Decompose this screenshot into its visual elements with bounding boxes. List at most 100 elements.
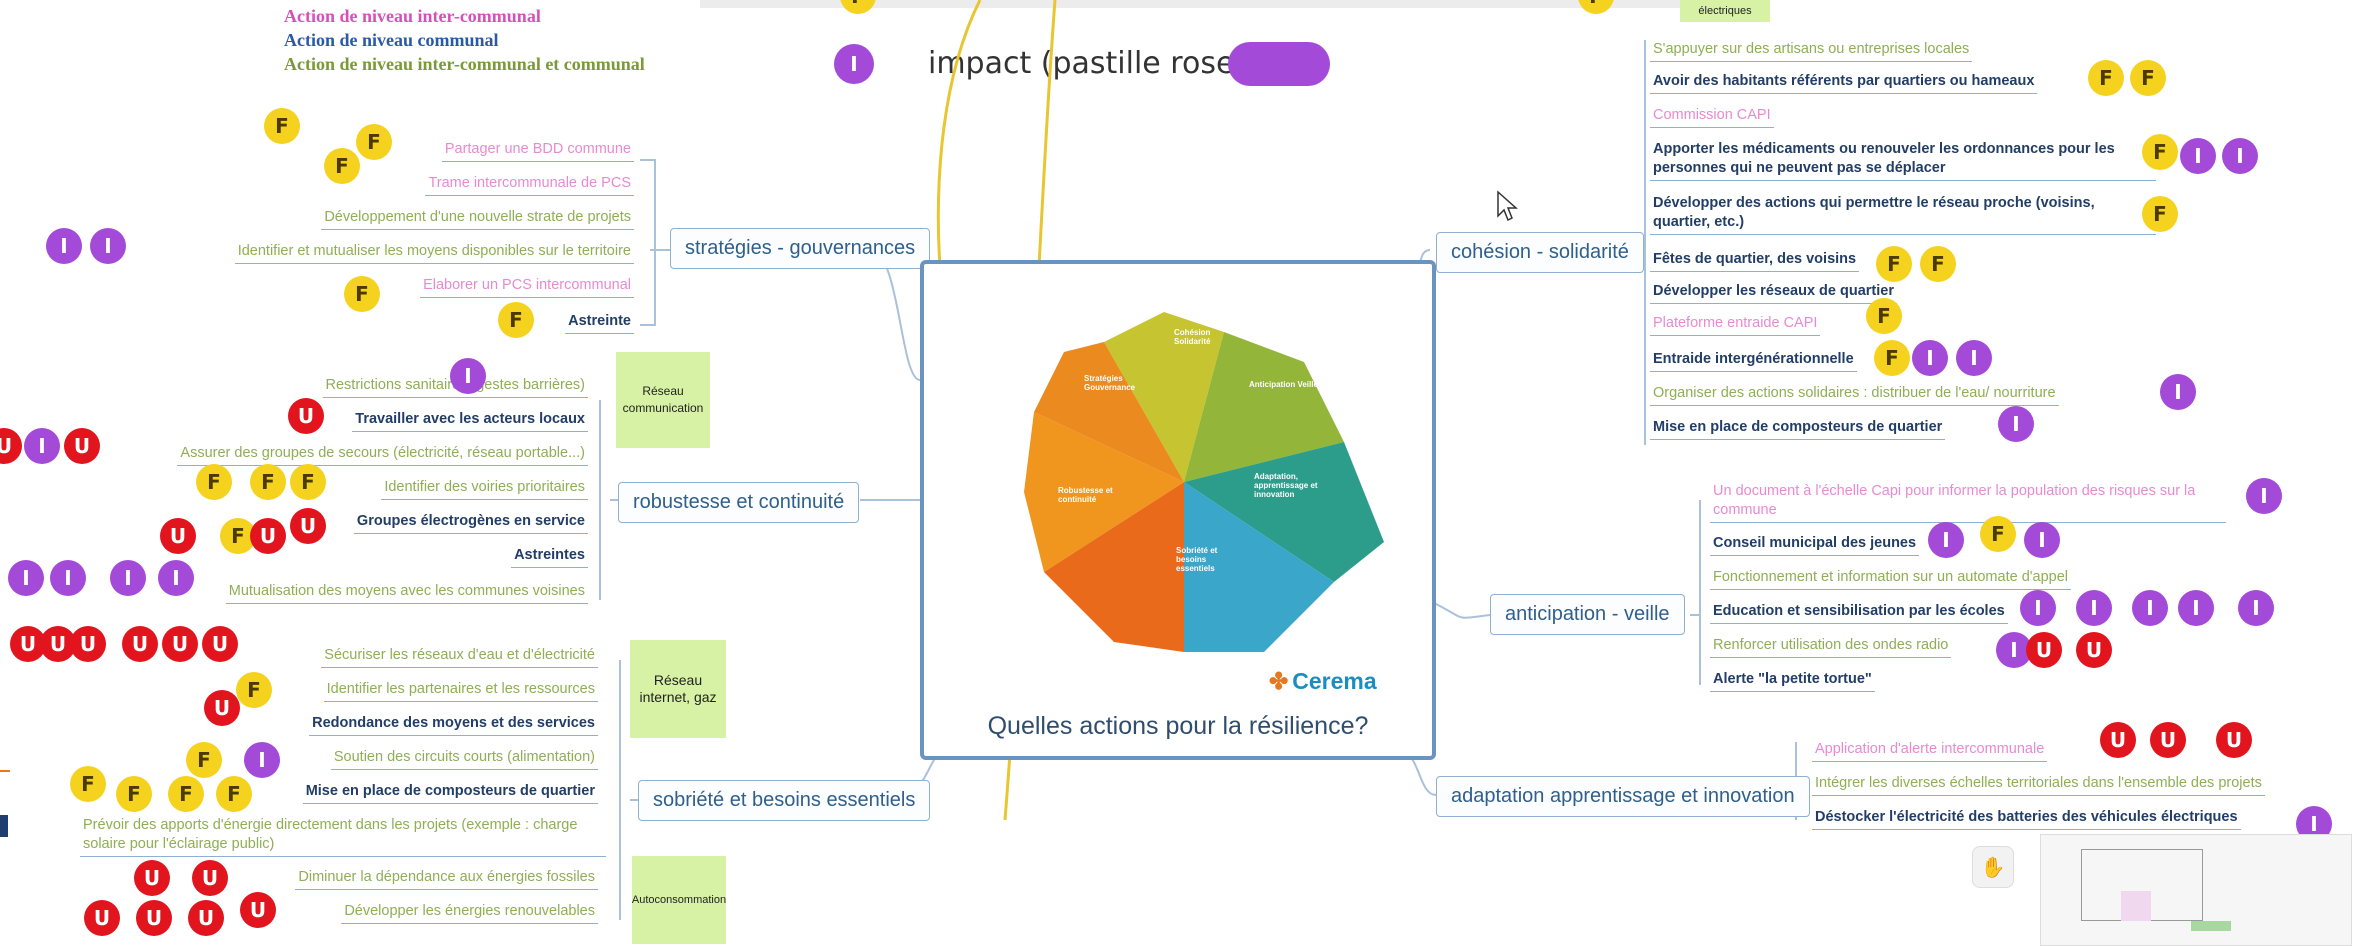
anticipation-item[interactable]: Alerte "la petite tortue": [1710, 670, 1875, 692]
dot-U[interactable]: U: [122, 626, 158, 662]
dot-U[interactable]: U: [240, 892, 276, 928]
robustesse-item[interactable]: Travailler avec les acteurs locaux: [352, 410, 588, 432]
adaptation-item[interactable]: Intégrer les diverses échelles territori…: [1812, 774, 2265, 796]
strategies-item[interactable]: Identifier et mutualiser les moyens disp…: [234, 242, 634, 264]
dot-U[interactable]: U: [162, 626, 198, 662]
dot-I[interactable]: I: [110, 560, 146, 596]
dot-U[interactable]: U: [134, 860, 170, 896]
dot-F[interactable]: F: [216, 776, 252, 812]
anticipation-item[interactable]: Renforcer utilisation des ondes radio: [1710, 636, 1952, 658]
dot-F[interactable]: F: [2130, 60, 2166, 96]
adaptation-item[interactable]: Application d'alerte intercommunale: [1812, 740, 2048, 762]
dot-I[interactable]: I: [2020, 590, 2056, 626]
dot-U[interactable]: U: [2150, 722, 2186, 758]
dot-F[interactable]: F: [1876, 246, 1912, 282]
robustesse-item[interactable]: Assurer des groupes de secours (électric…: [177, 444, 588, 466]
dot-U[interactable]: U: [288, 398, 324, 434]
sobriete-item[interactable]: Redondance des moyens et des services: [309, 714, 598, 736]
dot-F[interactable]: F: [116, 776, 152, 812]
dot-I[interactable]: I: [2160, 374, 2196, 410]
dot-F[interactable]: F: [186, 742, 222, 778]
dot-U[interactable]: U: [2216, 722, 2252, 758]
center-node[interactable]: Stratégies Gouvernance Cohésion Solidari…: [920, 260, 1436, 760]
dot-U[interactable]: U: [136, 900, 172, 936]
dot-F[interactable]: F: [1866, 298, 1902, 334]
dot-F[interactable]: F: [1920, 246, 1956, 282]
strategies-item[interactable]: Partager une BDD commune: [441, 140, 634, 162]
dot-U[interactable]: U: [2076, 632, 2112, 668]
strategies-item[interactable]: Trame intercommunale de PCS: [425, 174, 634, 196]
dot-I[interactable]: I: [1956, 340, 1992, 376]
dot-F[interactable]: F: [2142, 134, 2178, 170]
sobriete-item[interactable]: Mise en place de composteurs de quartier: [302, 782, 598, 804]
adaptation-item[interactable]: Déstocker l'électricité des batteries de…: [1812, 808, 2241, 830]
dot-I[interactable]: I: [2132, 590, 2168, 626]
dot-F[interactable]: F: [236, 672, 272, 708]
dot-F[interactable]: F: [1578, 0, 1614, 14]
sobriete-item[interactable]: Soutien des circuits courts (alimentatio…: [330, 748, 598, 770]
strategies-item[interactable]: Astreinte: [565, 312, 634, 334]
dot-F[interactable]: F: [2088, 60, 2124, 96]
dot-F[interactable]: F: [840, 0, 876, 14]
dot-I[interactable]: I: [2024, 522, 2060, 558]
dot-U[interactable]: U: [64, 428, 100, 464]
dot-U[interactable]: U: [188, 900, 224, 936]
robustesse-item[interactable]: Identifier des voiries prioritaires: [381, 478, 588, 500]
dot-F[interactable]: F: [344, 276, 380, 312]
dot-F[interactable]: F: [70, 766, 106, 802]
dot-F[interactable]: F: [264, 108, 300, 144]
dot-I[interactable]: I: [2238, 590, 2274, 626]
cohesion-item[interactable]: Développer les réseaux de quartier: [1650, 282, 1897, 304]
anticipation-item[interactable]: Un document à l'échelle Capi pour inform…: [1710, 482, 2226, 523]
branch-sobriete[interactable]: sobriété et besoins essentiels: [638, 780, 931, 821]
dot-F[interactable]: F: [498, 302, 534, 338]
dot-I[interactable]: I: [2180, 138, 2216, 174]
dot-I[interactable]: I: [46, 228, 82, 264]
robustesse-item[interactable]: Astreintes: [511, 546, 588, 568]
minimap[interactable]: [2040, 834, 2352, 946]
sobriete-item[interactable]: Développer les énergies renouvelables: [341, 902, 598, 924]
dot-F[interactable]: F: [324, 148, 360, 184]
dot-I[interactable]: I: [244, 742, 280, 778]
dot-U[interactable]: U: [204, 690, 240, 726]
anticipation-item[interactable]: Fonctionnement et information sur un aut…: [1710, 568, 2072, 590]
branch-adaptation[interactable]: adaptation apprentissage et innovation: [1436, 776, 1810, 817]
cohesion-item[interactable]: Avoir des habitants référents par quarti…: [1650, 72, 2038, 94]
sobriete-item[interactable]: Identifier les partenaires et les ressou…: [323, 680, 598, 702]
impact-pill[interactable]: [1228, 42, 1330, 86]
dot-U[interactable]: U: [84, 900, 120, 936]
dot-U[interactable]: U: [70, 626, 106, 662]
dot-I[interactable]: I: [24, 428, 60, 464]
dot-F[interactable]: F: [250, 464, 286, 500]
cohesion-item[interactable]: Commission CAPI: [1650, 106, 1774, 128]
anticipation-item[interactable]: Education et sensibilisation par les éco…: [1710, 602, 2008, 624]
dot-U[interactable]: U: [2100, 722, 2136, 758]
dot-U[interactable]: U: [290, 508, 326, 544]
dot-I[interactable]: I: [90, 228, 126, 264]
dot-I[interactable]: I: [2076, 590, 2112, 626]
cohesion-item[interactable]: Fêtes de quartier, des voisins: [1650, 250, 1860, 272]
cohesion-item[interactable]: Apporter les médicaments ou renouveler l…: [1650, 140, 2156, 181]
dot-U[interactable]: U: [160, 518, 196, 554]
dot-I[interactable]: I: [1912, 340, 1948, 376]
dot-I[interactable]: I: [2178, 590, 2214, 626]
branch-anticipation[interactable]: anticipation - veille: [1490, 594, 1685, 635]
dot-F[interactable]: F: [1874, 340, 1910, 376]
sobriete-item[interactable]: Diminuer la dépendance aux énergies foss…: [295, 868, 598, 890]
impact-dot[interactable]: I: [834, 44, 874, 84]
robustesse-item[interactable]: Mutualisation des moyens avec les commun…: [225, 582, 588, 604]
strategies-item[interactable]: Développement d'une nouvelle strate de p…: [321, 208, 634, 230]
dot-I[interactable]: I: [450, 358, 486, 394]
cohesion-item[interactable]: Plateforme entraide CAPI: [1650, 314, 1821, 336]
branch-robustesse[interactable]: robustesse et continuité: [618, 482, 860, 523]
dot-I[interactable]: I: [158, 560, 194, 596]
dot-I[interactable]: I: [1928, 522, 1964, 558]
dot-F[interactable]: F: [290, 464, 326, 500]
dot-U[interactable]: U: [202, 626, 238, 662]
sobriete-item[interactable]: Sécuriser les réseaux d'eau et d'électri…: [321, 646, 598, 668]
branch-strategies[interactable]: stratégies - gouvernances: [670, 228, 931, 269]
dot-F[interactable]: F: [2142, 196, 2178, 232]
dot-F[interactable]: F: [168, 776, 204, 812]
dot-U[interactable]: U: [250, 518, 286, 554]
cohesion-item[interactable]: Développer des actions qui permettre le …: [1650, 194, 2156, 235]
